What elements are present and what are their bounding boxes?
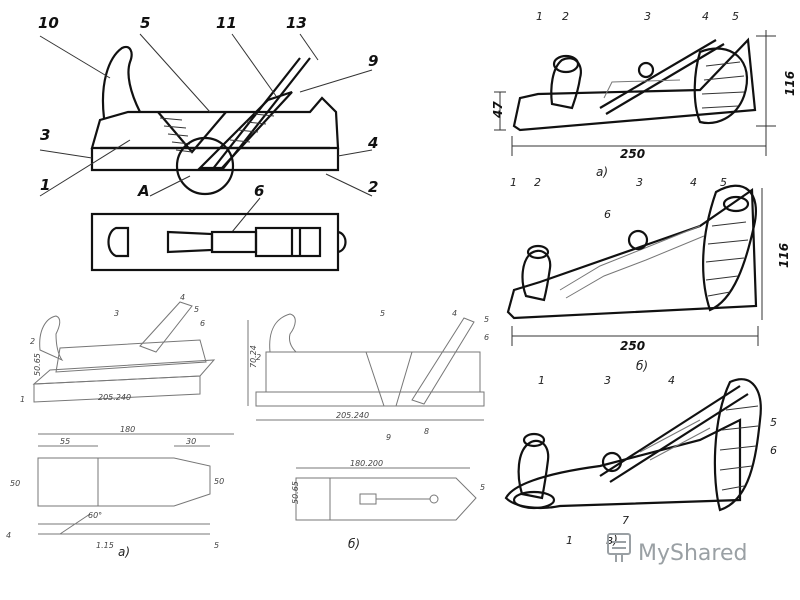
- fig2c-label-2: 1: [538, 374, 545, 387]
- fig2b-label-4: 4: [690, 176, 697, 189]
- fig2b-label-5: 5: [720, 176, 727, 189]
- watermark-text: MyShared: [638, 541, 747, 566]
- fig2a-label-3: 3: [644, 10, 651, 23]
- fig2a-caption: a): [596, 165, 608, 179]
- fig3-dim-4: 4: [6, 531, 11, 540]
- fig2a-dim-47: 47: [491, 101, 505, 119]
- fig3-dim-5: 5: [214, 541, 219, 550]
- fig3-dim-50-left: 50: [10, 479, 20, 488]
- fig2b-label-2: 2: [534, 176, 541, 189]
- fig3-caption-b: б): [348, 537, 360, 551]
- fig3-iso-label-2: 2: [30, 337, 35, 346]
- myshared-logo-icon: [607, 533, 631, 562]
- fig3-side-label-9: 9: [386, 433, 391, 442]
- fig3-dim-50-right: 50: [214, 477, 224, 486]
- metal-plane-c: 1 3 4 5 6 7 1 в): [504, 374, 777, 547]
- fig3-side-label-6: 6: [484, 333, 489, 342]
- fig3-dim-180: 180: [120, 425, 135, 434]
- blade-detail: 180 55 30 50 50 60° 1.15 4 5 a): [6, 425, 234, 559]
- metal-plane-b: 1 2 3 4 5 6 116 250 б): [506, 176, 791, 373]
- fig1-label-2: 2: [368, 178, 378, 196]
- fig2c-caption: в): [606, 533, 618, 547]
- fig2a-label-1: 1: [536, 10, 543, 23]
- fig1-label-4: 4: [367, 134, 378, 152]
- fig3-dim-55: 55: [60, 437, 70, 446]
- fig3-dim-30: 30: [186, 437, 196, 446]
- fig3-iso-label-4: 4: [180, 293, 185, 302]
- fig2c-label-7: 7: [622, 514, 629, 527]
- fig2a-label-5: 5: [732, 10, 739, 23]
- fig3-side-label-5: 5: [380, 309, 385, 318]
- fig3-side-label-5b: 5: [484, 315, 489, 324]
- fig2b-label-3: 3: [636, 176, 643, 189]
- fig2b-label-6: 6: [604, 208, 611, 221]
- fig3-dim-205-240: 205.240: [98, 393, 131, 402]
- wooden-plane-details-figure: 3 4 5 6 2 1 50.65 205.240 180 55 30 50 5…: [6, 293, 489, 559]
- wooden-plane-side: 70.24 205.240 5 4 5 6 2 9 8: [247, 309, 489, 442]
- fig1-label-5: 5: [140, 14, 150, 32]
- fig3-iso-label-6: 6: [200, 319, 205, 328]
- fig1-label-10: 10: [38, 14, 59, 32]
- fig2b-label-1: 1: [510, 176, 517, 189]
- fig3-iso-label-1: 1: [20, 395, 25, 404]
- fig3-sole-label-5: 5: [480, 483, 485, 492]
- fig2a-dim-250: 250: [620, 147, 645, 161]
- fig1-label-11: 11: [216, 14, 237, 32]
- fig3-side-label-8: 8: [424, 427, 429, 436]
- fig1-label-6: 6: [254, 182, 264, 200]
- fig3-dim-sole-50-65: 50.65: [291, 481, 300, 504]
- fig2a-label-4: 4: [702, 10, 709, 23]
- myshared-watermark: MyShared: [607, 533, 747, 566]
- fig3-dim-70-24: 70.24: [249, 345, 258, 368]
- fig2b-dim-250: 250: [620, 339, 645, 353]
- fig3-dim-1-15: 1.15: [96, 541, 114, 550]
- fig3-side-label-2: 2: [256, 353, 261, 362]
- fig3-caption-a: a): [118, 545, 130, 559]
- fig1-label-1: 1: [40, 176, 50, 194]
- metal-plane-figure: 1 2 3 4 5 47 116 250 a) 1 2: [491, 10, 797, 547]
- fig3-side-label-4: 4: [452, 309, 457, 318]
- fig2c-label-1: 1: [566, 534, 573, 547]
- fig3-iso-label-3: 3: [114, 309, 119, 318]
- plane-section-figure: 10 5 11 13 9 3 4 1 A 2 6: [38, 14, 378, 272]
- fig1-label-13: 13: [286, 14, 307, 32]
- fig2c-label-4: 4: [668, 374, 675, 387]
- fig2c-label-5: 5: [770, 416, 777, 429]
- fig2b-dim-116: 116: [777, 243, 791, 268]
- fig3-dim-180-200: 180.200: [350, 459, 383, 468]
- fig1-label-A: A: [137, 182, 150, 200]
- fig3-dim-60deg: 60°: [88, 511, 102, 520]
- fig3-iso-label-5: 5: [194, 305, 199, 314]
- fig2c-label-6: 6: [770, 444, 777, 457]
- metal-plane-a: 1 2 3 4 5 47 116 250 a): [491, 10, 797, 179]
- fig2a-label-2: 2: [562, 10, 569, 23]
- fig1-label-3: 3: [40, 126, 50, 144]
- fig1-label-9: 9: [368, 52, 378, 70]
- wooden-plane-sole: 180.200 50.65 5 б): [291, 459, 485, 551]
- fig3-dim-50-65: 50.65: [33, 353, 42, 376]
- fig3-dim-side-205-240: 205.240: [336, 411, 369, 420]
- wooden-plane-isometric: 3 4 5 6 2 1 50.65 205.240: [20, 293, 216, 404]
- fig2b-caption: б): [636, 359, 648, 373]
- fig2a-dim-116: 116: [783, 71, 797, 96]
- fig2c-label-3: 3: [604, 374, 611, 387]
